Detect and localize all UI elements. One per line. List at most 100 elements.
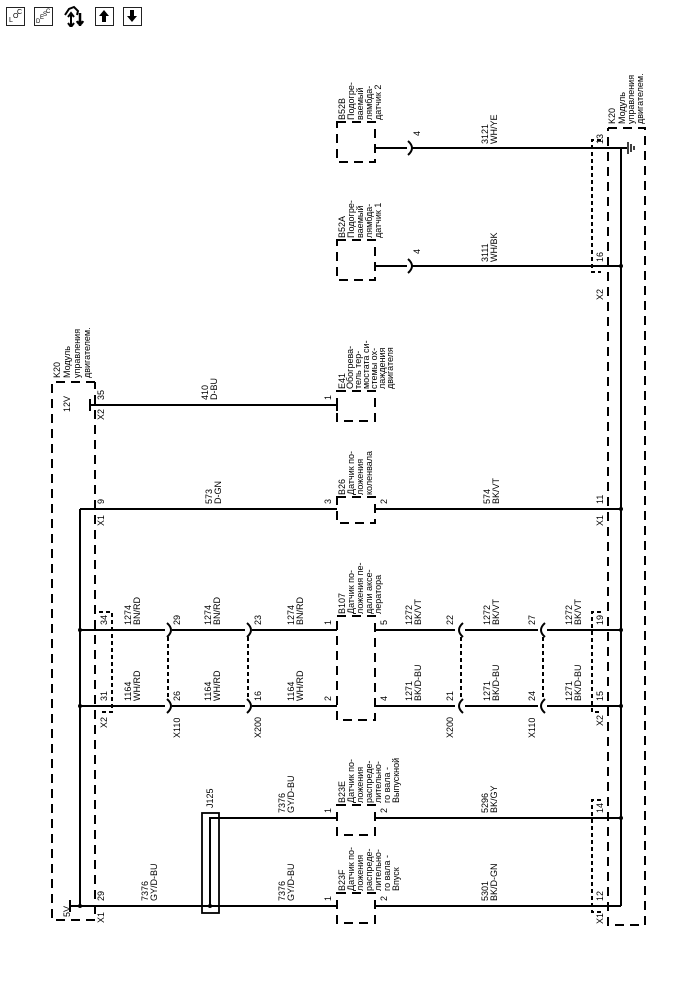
wire-573-num: 573 <box>204 489 214 504</box>
k20-left-label: K20 Модуль управления двигателем. <box>52 327 92 378</box>
svg-text:C: C <box>46 9 51 15</box>
svg-text:B26: B26 <box>337 479 347 495</box>
wire-1274-num-c: 1274 <box>286 605 296 625</box>
x2-left-connector <box>99 611 113 713</box>
svg-text:E41: E41 <box>337 373 347 389</box>
svg-text:ложения: ложения <box>355 459 365 495</box>
b52a-box <box>336 239 376 281</box>
wire-1274-color-b: BN/RD <box>212 596 222 625</box>
wire-1274-color: BN/RD <box>132 596 142 625</box>
wire-3111-color: WH/BK <box>489 232 499 262</box>
wire-3121-color: WH/YE <box>489 114 499 144</box>
b52b-label: B52B Подогре- ваемый лямбда- датчик 2 <box>337 82 383 120</box>
tools-button[interactable] <box>62 5 86 29</box>
x200-pin-16: 16 <box>253 691 263 701</box>
b52a-connector-icon <box>407 258 413 274</box>
pin-15: 15 <box>595 691 605 701</box>
v12-label: 12V <box>62 396 72 412</box>
pin-11: 11 <box>595 495 605 504</box>
b26-pin-3: 3 <box>323 499 333 504</box>
svg-text:ваемый: ваемый <box>355 88 365 120</box>
b52a-pin: 4 <box>412 249 422 254</box>
x200-left-connector <box>240 622 252 714</box>
wire-1271-color-c: BK/D-BU <box>573 664 583 701</box>
svg-text:K20: K20 <box>52 362 62 378</box>
b23f-label: B23F Датчик по- ложения распреде- литель… <box>337 847 401 891</box>
pin-16: 16 <box>595 252 605 262</box>
x1-left-mid-label: X1 <box>96 515 106 526</box>
v5-label: 5V <box>62 906 72 917</box>
b107-pin-1: 1 <box>323 620 333 625</box>
wire-1164-num-c: 1164 <box>286 682 296 701</box>
b26-pin-2: 2 <box>379 499 389 504</box>
desc-icon: D E S C <box>36 9 51 25</box>
wire-410-num: 410 <box>200 385 210 400</box>
svg-text:ложения: ложения <box>355 767 365 803</box>
svg-text:датчик 1: датчик 1 <box>373 203 383 238</box>
svg-text:ложения пе-: ложения пе- <box>355 562 365 614</box>
pin-14: 14 <box>595 803 605 813</box>
svg-text:мостата си-: мостата си- <box>361 340 371 389</box>
b23f-pin-2: 2 <box>379 896 389 901</box>
x1-right-mid-label: X1 <box>595 515 605 526</box>
b26-box <box>336 496 376 524</box>
x110-pin-27: 27 <box>527 615 537 625</box>
svg-text:O: O <box>13 13 19 20</box>
x110-pin-29: 29 <box>172 615 182 625</box>
svg-text:Модуль: Модуль <box>62 346 72 378</box>
tools-icon <box>64 5 85 29</box>
svg-text:L: L <box>9 17 13 24</box>
j125-label: J125 <box>205 788 215 808</box>
svg-text:Обогрева-: Обогрева- <box>345 346 355 389</box>
svg-text:датчик 2: датчик 2 <box>373 85 383 120</box>
svg-text:ваемый: ваемый <box>355 206 365 238</box>
pin-29: 29 <box>96 891 106 901</box>
wire-1164-num: 1164 <box>123 682 133 701</box>
pin-9: 9 <box>96 499 106 504</box>
b52b-box <box>336 121 376 163</box>
b23e-pin-2: 2 <box>379 808 389 813</box>
b107-label: B107 Датчик по- ложения пе- дали аксе- л… <box>337 562 383 614</box>
wire-1272-color: BK/VT <box>413 598 423 625</box>
svg-text:Подогре-: Подогре- <box>346 82 356 120</box>
x2-left-top-label: X2 <box>96 409 106 420</box>
wire-1272-color-b: BK/VT <box>491 598 501 625</box>
svg-text:K20: K20 <box>607 108 617 124</box>
k20-right-label: K20 Модуль управления двигателем. <box>607 73 645 124</box>
wire-410-color: D-BU <box>209 378 219 400</box>
wire-7376-num-b: 7376 <box>277 793 287 813</box>
wire-7376-num-c: 7376 <box>277 881 287 901</box>
up-button[interactable] <box>95 6 114 26</box>
svg-text:C: C <box>17 9 22 16</box>
pin-35: 35 <box>96 390 106 400</box>
pin-19: 19 <box>595 615 605 625</box>
down-button[interactable] <box>123 6 142 26</box>
loc-icon: L O C <box>9 9 22 24</box>
svg-text:S: S <box>43 12 47 18</box>
svg-text:двигателем.: двигателем. <box>635 73 645 124</box>
svg-text:Датчик по-: Датчик по- <box>346 759 356 803</box>
x110-left-connector <box>160 622 172 714</box>
x200-pin-21: 21 <box>445 691 455 701</box>
svg-text:Впуск: Впуск <box>391 867 401 891</box>
b52b-pin: 4 <box>412 131 422 136</box>
svg-text:лительно-: лительно- <box>373 761 383 803</box>
desc-button[interactable]: D E S C <box>34 6 53 26</box>
wire-5301-color: BK/D-GN <box>489 863 499 901</box>
wire-1271-num: 1271 <box>404 681 414 701</box>
b107-pin-5: 5 <box>379 620 389 625</box>
x110-pin-24: 24 <box>527 691 537 701</box>
loc-button[interactable]: L O C <box>6 6 25 26</box>
svg-text:распреде-: распреде- <box>364 849 374 891</box>
wire-1164-color: WH/RD <box>132 670 142 701</box>
wire-1164-num-b: 1164 <box>203 682 213 701</box>
b107-pin-4: 4 <box>379 696 389 701</box>
svg-text:ложения: ложения <box>355 855 365 891</box>
e41-pin: 1 <box>323 395 333 400</box>
svg-text:Выпускной: Выпускной <box>391 758 401 803</box>
svg-text:тель тер-: тель тер- <box>353 351 363 389</box>
wire-573-color: D-GN <box>213 481 223 504</box>
svg-text:дали аксе-: дали аксе- <box>364 569 374 614</box>
x1-right-bottom-label: X1 <box>595 913 605 924</box>
wire-1271-color-b: BK/D-BU <box>491 664 501 701</box>
